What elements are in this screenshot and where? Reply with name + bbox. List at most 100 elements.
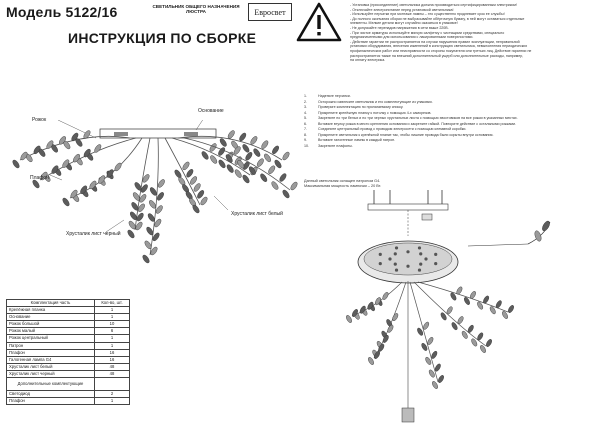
label-black-leaf: Хрусталик лист черный <box>66 231 121 237</box>
step-text: Проверьте комплектацию по прилагаемому с… <box>318 105 404 109</box>
arm-socket <box>393 262 397 266</box>
white-crystal-leaf <box>456 286 463 295</box>
step-item: 8.Прикрепите светильник к крепёжной план… <box>304 133 594 139</box>
black-crystal-leaf <box>219 138 227 147</box>
black-crystal-leaf <box>464 297 470 305</box>
black-crystal-leaf <box>467 324 474 333</box>
black-crystal-leaf <box>142 254 150 264</box>
part-name: Рожок малый <box>6 327 95 336</box>
warning-item: - При чистке арматуры используйте мягкую… <box>350 30 505 35</box>
warning-item: - До полного окончания сборки не выбрасы… <box>350 16 525 21</box>
leader-line <box>49 174 63 181</box>
black-crystal-leaf <box>495 300 502 309</box>
white-crystal-leaf <box>446 306 453 315</box>
white-crystal-leaf <box>375 297 381 306</box>
step-item: 2.Осторожно извлеките светильник и его к… <box>304 100 594 106</box>
white-crystal-leaf <box>432 381 438 389</box>
socket-type-note: Данный светильник оснащен патроном G4. <box>304 179 381 183</box>
header-part: Комплектация часть <box>6 298 95 308</box>
white-crystal-leaf <box>477 301 484 310</box>
step-item: 9.Вставьте галогенные лампы в каждый пат… <box>304 138 594 144</box>
white-crystal-leaf <box>137 203 145 213</box>
black-crystal-leaf <box>260 173 268 182</box>
black-crystal-leaf <box>83 148 91 158</box>
black-crystal-leaf <box>440 312 447 321</box>
part-name: Плафон <box>6 348 95 357</box>
step-number: 3. <box>304 105 307 109</box>
arm-socket <box>378 252 382 257</box>
arm-socket <box>406 250 410 254</box>
black-crystal-leaf <box>274 159 282 169</box>
arm-socket <box>424 257 428 261</box>
black-crystal-leaf <box>218 147 226 156</box>
step-item: 5.Закрепите по три белых и по три черных… <box>304 116 594 122</box>
brand-name: Евросвет <box>254 7 286 17</box>
part-qty: 48 <box>94 362 130 371</box>
part-name: Рожок большой <box>6 320 95 329</box>
black-crystal-leaf <box>186 169 194 178</box>
black-crystal-leaf <box>242 144 250 153</box>
brand-logo: Евросвет <box>248 3 292 21</box>
part-name: Хрусталик лист белый <box>6 362 95 371</box>
white-crystal-leaf <box>20 151 28 161</box>
white-crystal-leaf <box>387 324 394 333</box>
white-crystal-leaf <box>70 189 78 199</box>
part-qty: 16 <box>94 348 130 357</box>
white-crystal-leaf <box>237 160 245 169</box>
instruction-title: ИНСТРУКЦИЯ ПО СБОРКЕ <box>68 30 257 46</box>
white-crystal-leaf <box>62 159 70 168</box>
black-crystal-leaf <box>146 226 154 236</box>
black-crystal-leaf <box>157 192 164 201</box>
black-crystal-leaf <box>253 148 261 157</box>
white-crystal-leaf <box>150 246 158 256</box>
white-crystal-leaf <box>46 140 54 149</box>
chandelier-arm <box>413 281 487 347</box>
leader-line <box>195 120 203 131</box>
step-text: Вставьте втулку рожка в место крепления … <box>318 121 516 126</box>
step-number: 1. <box>304 94 307 98</box>
white-crystal-leaf <box>461 330 468 339</box>
black-crystal-leaf <box>438 375 444 383</box>
step-item: 7.Соедините центральный провод с проводо… <box>304 127 594 133</box>
white-crystal-leaf <box>256 158 264 167</box>
black-crystal-leaf <box>421 342 428 351</box>
part-qty: 16 <box>94 355 130 364</box>
arm-socket <box>394 246 399 250</box>
white-crystal-leaf <box>423 321 430 330</box>
step-number: 10. <box>304 143 309 148</box>
chandelier-arm <box>409 281 439 383</box>
step-item: 4.Прикрепите крепёжную планку к потолку … <box>304 111 594 117</box>
white-crystal-leaf <box>182 161 190 171</box>
chandelier-arm <box>417 281 509 313</box>
black-crystal-leaf <box>225 154 233 163</box>
part-qty: 48 <box>94 369 130 379</box>
part-name: Галогенная лампа G4 <box>6 355 95 364</box>
black-crystal-leaf <box>367 301 374 310</box>
white-crystal-leaf <box>73 153 81 163</box>
black-crystal-leaf <box>477 332 484 341</box>
black-crystal-leaf <box>359 305 366 314</box>
white-crystal-leaf <box>200 196 208 206</box>
part-qty: 10 <box>94 320 130 329</box>
extra-parts-header: Дополнительные комплектующие <box>6 377 95 392</box>
part-name: Рожок центральный <box>6 334 95 343</box>
assembly-steps: 1. Наденьте перчатки. 2.Осторожно извлекит… <box>304 94 594 149</box>
white-crystal-leaf <box>282 151 290 161</box>
white-crystal-leaf <box>114 162 122 172</box>
step-text: Закрепите плафоны. <box>318 143 353 148</box>
white-crystal-leaf <box>59 136 66 145</box>
black-crystal-leaf <box>282 189 290 199</box>
black-crystal-leaf <box>152 232 160 242</box>
white-crystal-leaf <box>368 357 374 365</box>
chandelier-arm <box>171 137 251 176</box>
white-crystal-leaf <box>428 369 435 378</box>
arm-inset-line <box>467 243 529 247</box>
part-qty: 1 <box>94 306 130 315</box>
step-text: Наденьте перчатки. <box>318 94 351 98</box>
white-crystal-leaf <box>471 338 478 347</box>
